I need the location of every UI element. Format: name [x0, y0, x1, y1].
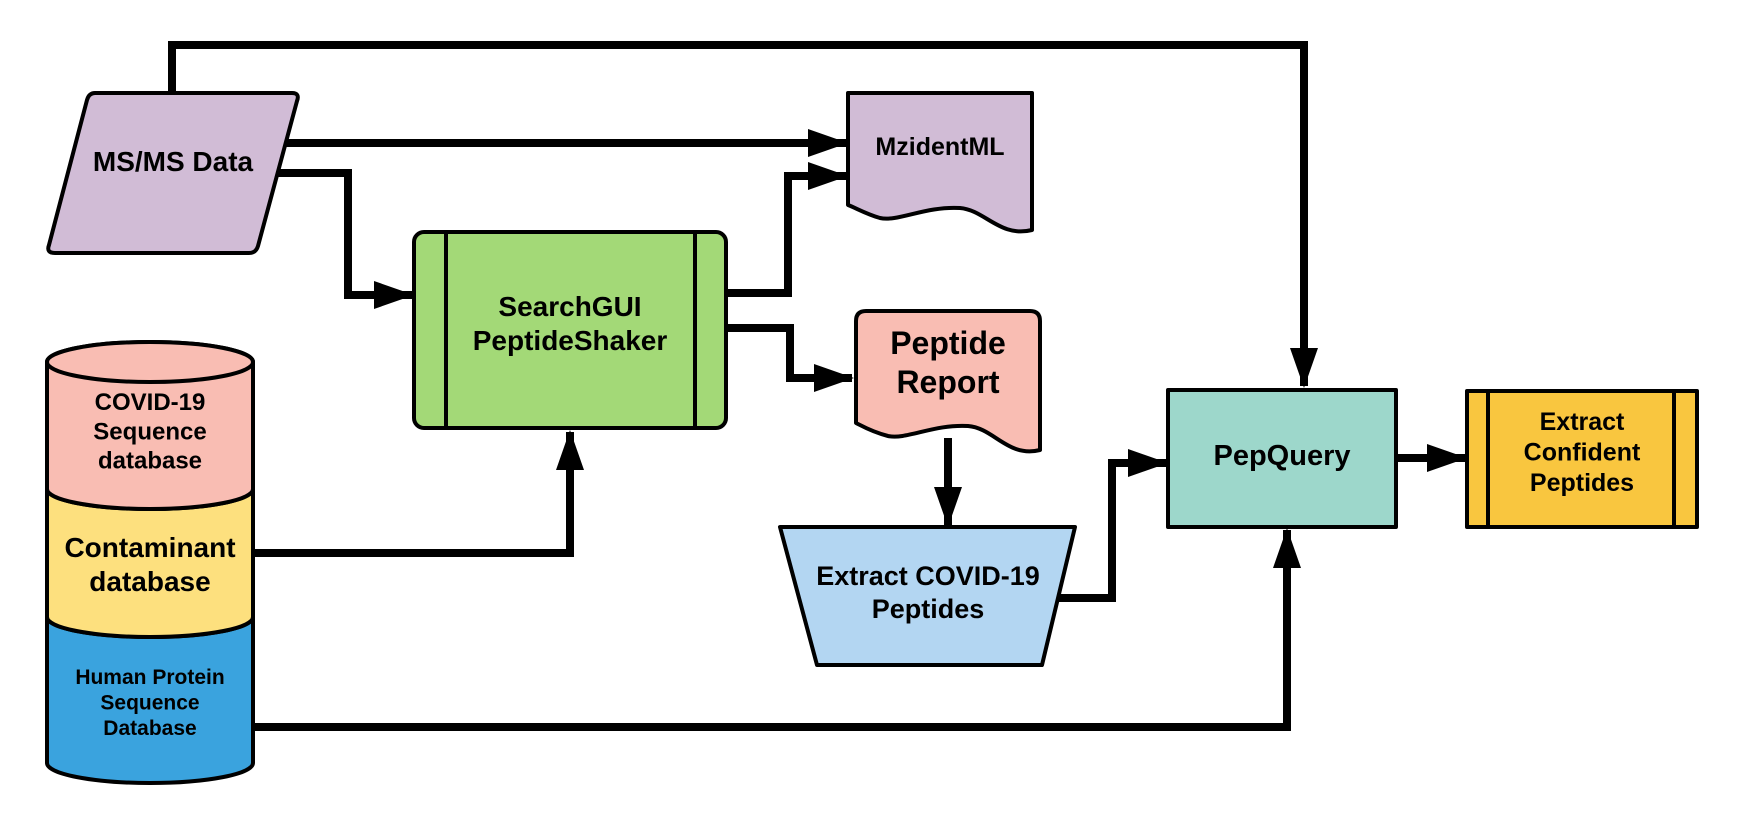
peptide-report-label-line: Report: [896, 364, 999, 400]
contaminant-db-label-line: database: [89, 566, 210, 597]
ms-data-label-line: MS/MS Data: [93, 146, 254, 177]
peptide-report-label-line: Peptide: [890, 325, 1006, 361]
mzidentml-label-line: MzidentML: [875, 133, 1004, 161]
extract-covid-shape: [778, 525, 1077, 667]
search-gui-shape: [412, 230, 728, 430]
edge-human-db-to-pepquery: [252, 528, 1301, 731]
edge-contaminant-db-to-search-gui: [252, 430, 584, 557]
mzidentml-shape: [846, 91, 1034, 234]
human-db-label-line: Sequence: [100, 692, 199, 715]
covid-db-label-line: Sequence: [93, 418, 206, 445]
mzidentml-label: MzidentML: [875, 133, 1004, 161]
edge-ms-data-to-search-gui: [276, 169, 414, 309]
pepquery-shape: [1166, 388, 1398, 529]
covid-db-label-line: COVID-19: [95, 389, 206, 416]
pepquery-node: PepQuery: [1166, 388, 1398, 529]
edge-search-gui-to-peptide-report: [726, 324, 854, 392]
extract-confident-label-line: Confident: [1524, 439, 1641, 467]
extract-confident-label-line: Extract: [1540, 408, 1625, 436]
edge-search-gui-to-mzidentml: [726, 162, 848, 297]
peptide-report-shape: [854, 309, 1042, 454]
human-db-label-line: Human Protein: [75, 666, 224, 689]
pepquery-label: PepQuery: [1214, 440, 1351, 472]
ms-data-label: MS/MS Data: [93, 146, 254, 177]
edge-extract-covid-to-pepquery: [1055, 449, 1168, 602]
extract-covid-label-line: Peptides: [872, 594, 985, 624]
extract-confident-shape: [1465, 389, 1699, 529]
ms-data-node: MS/MS Data: [46, 91, 300, 255]
human-db-label-line: Database: [103, 717, 196, 740]
extract-covid-label-line: Extract COVID-19: [816, 561, 1040, 591]
edge-ms-data-to-pepquery: [168, 41, 1318, 388]
pepquery-label-line: PepQuery: [1214, 440, 1351, 472]
mzidentml-node: MzidentML: [846, 91, 1034, 234]
covid-db-label-line: database: [98, 448, 202, 475]
covid-db-top-ellipse: [45, 340, 255, 384]
search-gui-label-line: SearchGUI: [498, 291, 641, 322]
contaminant-db-label-line: Contaminant: [64, 532, 235, 563]
connectors: [168, 41, 1467, 731]
contaminant-db-shape: [45, 487, 255, 639]
ms-data-shape: [46, 91, 300, 255]
extract-confident-label-line: Peptides: [1530, 469, 1634, 497]
search-gui-label-line: PeptideShaker: [473, 325, 668, 356]
